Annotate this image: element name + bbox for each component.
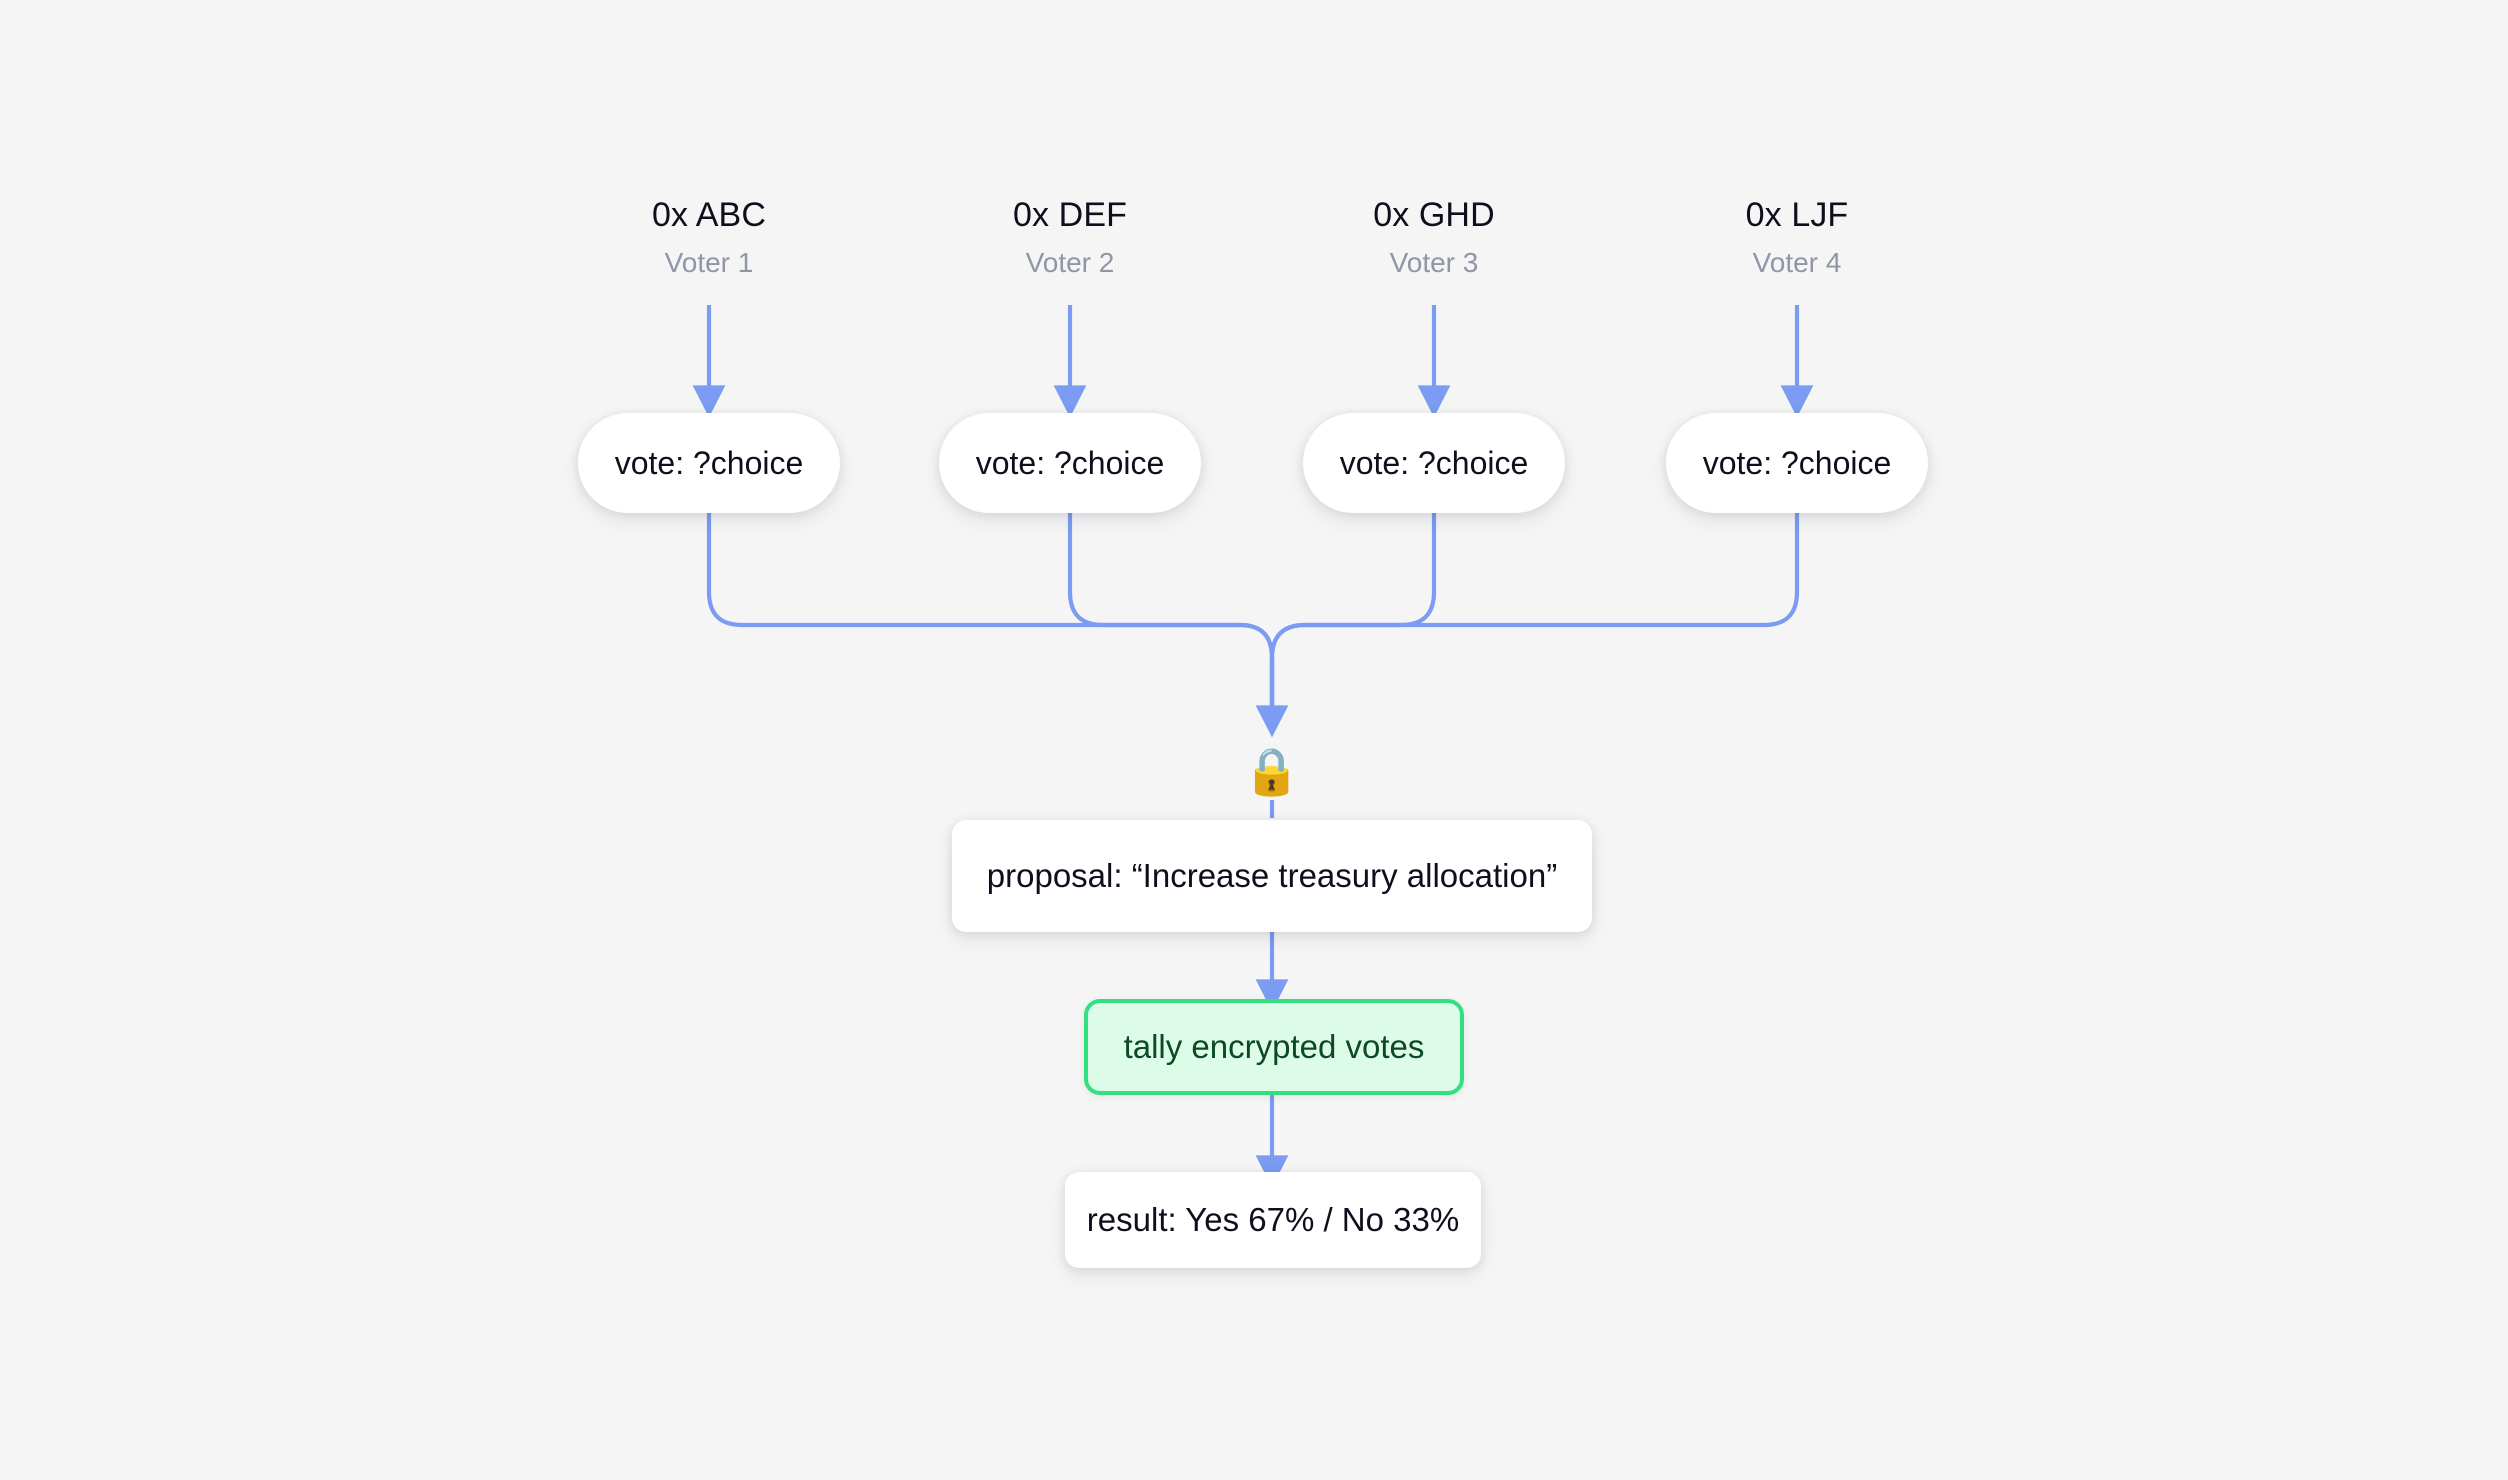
voter-address: 0x GHD <box>1373 196 1495 234</box>
voter-address: 0x LJF <box>1745 196 1849 234</box>
edge-vote1-to-lock <box>706 513 1275 712</box>
voter-role: Voter 2 <box>1025 247 1115 279</box>
result-node[interactable]: result: Yes 67% / No 33% <box>1065 1172 1481 1268</box>
proposal-node[interactable]: proposal: “Increase treasury allocation” <box>952 820 1592 932</box>
vote-node-1[interactable]: vote: ?choice <box>578 413 840 513</box>
lock-icon: 🔒 <box>1243 744 1301 798</box>
edge-vote3-to-lock <box>1269 513 1437 712</box>
voter-role: Voter 4 <box>1752 247 1842 279</box>
tally-node[interactable]: tally encrypted votes <box>1084 999 1464 1095</box>
vote-node-2[interactable]: vote: ?choice <box>939 413 1201 513</box>
voter-header-4: 0x LJF Voter 4 <box>1637 195 1957 280</box>
voter-address: 0x DEF <box>1013 196 1127 234</box>
vote-node-4[interactable]: vote: ?choice <box>1666 413 1928 513</box>
voter-address: 0x ABC <box>652 196 766 234</box>
voter-header-2: 0x DEF Voter 2 <box>910 195 1230 280</box>
edge-vote4-to-lock <box>1269 513 1800 712</box>
voter-role: Voter 1 <box>664 247 754 279</box>
voter-header-3: 0x GHD Voter 3 <box>1274 195 1594 280</box>
vote-node-3[interactable]: vote: ?choice <box>1303 413 1565 513</box>
edge-vote2-to-lock <box>1067 513 1275 712</box>
voter-header-1: 0x ABC Voter 1 <box>549 195 869 280</box>
voter-role: Voter 3 <box>1389 247 1479 279</box>
